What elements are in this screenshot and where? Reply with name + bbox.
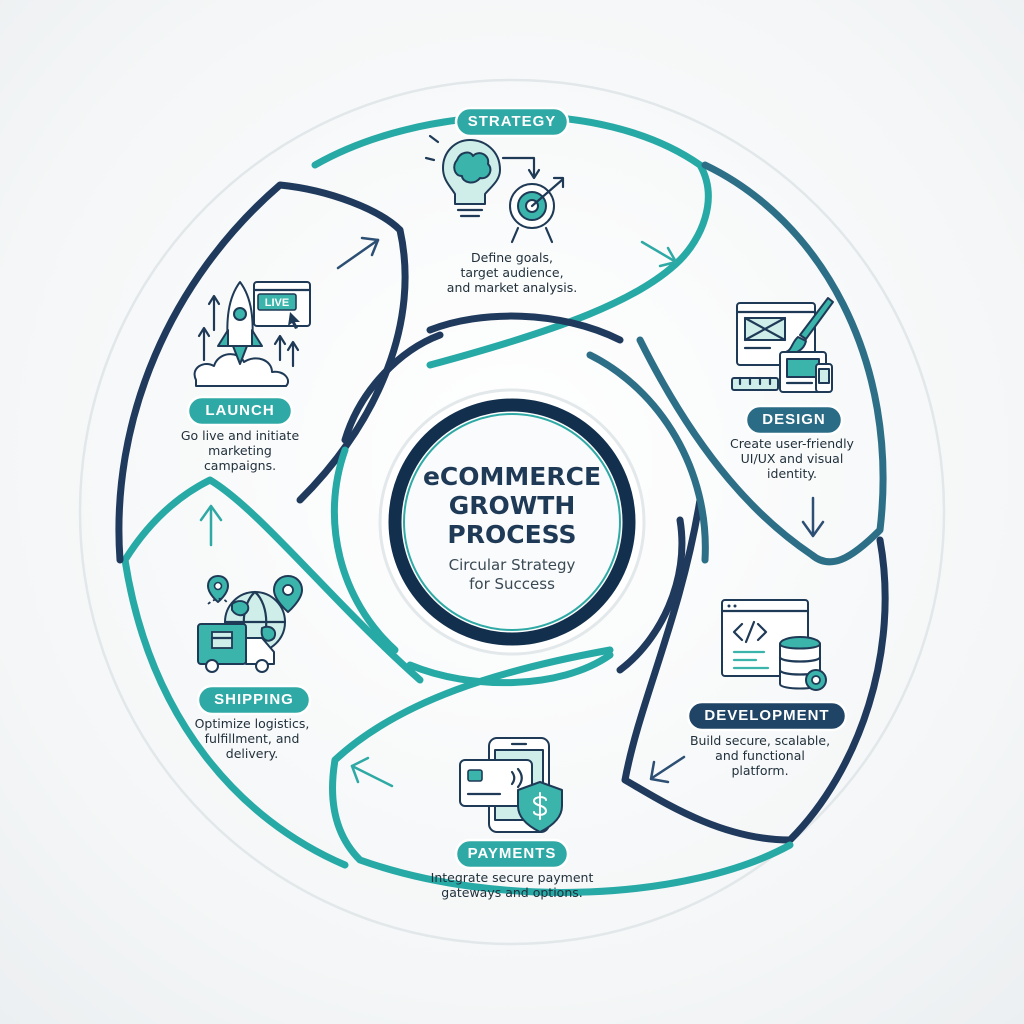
- desc-launch-line-2: marketing: [208, 443, 272, 458]
- badge-label-development: DEVELOPMENT: [704, 707, 829, 724]
- center-title-line-3: PROCESS: [447, 520, 576, 549]
- inner-arc-lower-right: [616, 516, 686, 674]
- center-subtitle-line-1: Circular Strategy: [449, 556, 576, 574]
- lightbulb-target-icon: [424, 120, 565, 244]
- badge-label-strategy: STRATEGY: [468, 113, 557, 130]
- badge-label-shipping: SHIPPING: [214, 691, 294, 708]
- stage-design: DESIGN Create user-friendly UI/UX and vi…: [730, 297, 855, 481]
- desc-strategy-line-2: target audience,: [460, 265, 563, 280]
- desc-launch-line-1: Go live and initiate: [181, 428, 300, 443]
- desc-payments-line-2: gateways and options.: [441, 885, 582, 900]
- stage-strategy: STRATEGY Define goals, target audience, …: [424, 106, 577, 295]
- badge-design: [744, 404, 844, 436]
- badge-label-payments: PAYMENTS: [468, 845, 557, 862]
- outer-ring: [78, 78, 946, 946]
- direction-arrows: [199, 236, 825, 788]
- arrow-to-strategy: [336, 236, 380, 270]
- flow-segment-design: [636, 161, 887, 566]
- desc-development-line-1: Build secure, scalable,: [690, 733, 830, 748]
- stage-development: DEVELOPMENT Build secure, scalable, and …: [686, 599, 848, 778]
- flow-segment-shipping: [121, 476, 424, 869]
- center-title-line-1: eCOMMERCE: [423, 462, 601, 491]
- center-hub-ring: [388, 398, 636, 646]
- badge-payments: [454, 838, 570, 870]
- inner-arc-left: [330, 446, 399, 654]
- arrow-to-launch: [199, 504, 223, 547]
- stage-shipping: SHIPPING Optimize logistics, fulfillment…: [195, 575, 312, 761]
- inner-arc-top: [426, 312, 624, 344]
- badge-shipping: [196, 684, 312, 716]
- stage-launch: LIVE LAUNCH Go live and initiate marketi…: [181, 281, 312, 473]
- badge-development: [686, 700, 848, 732]
- desc-development-line-2: and functional: [715, 748, 805, 763]
- inner-arc-bottom: [406, 651, 614, 687]
- desc-shipping-line-1: Optimize logistics,: [195, 716, 310, 731]
- arrow-to-payments: [649, 755, 686, 784]
- design-devices-icon: [731, 297, 834, 393]
- live-label: LIVE: [265, 297, 289, 309]
- desc-strategy-line-3: and market analysis.: [447, 280, 577, 295]
- desc-design-line-1: Create user-friendly: [730, 436, 855, 451]
- badge-label-design: DESIGN: [762, 411, 826, 428]
- desc-shipping-line-3: delivery.: [226, 746, 278, 761]
- desc-launch-line-3: campaigns.: [204, 458, 276, 473]
- inner-arc-upper-left: [341, 331, 444, 444]
- code-database-icon: [720, 599, 827, 691]
- badge-label-launch: LAUNCH: [205, 402, 274, 419]
- truck-globe-icon: [197, 575, 303, 673]
- desc-payments-line-1: Integrate secure payment: [431, 870, 594, 885]
- desc-development-line-3: platform.: [731, 763, 788, 778]
- phone-card-shield-icon: [459, 737, 563, 833]
- center-title-line-2: GROWTH: [449, 491, 576, 520]
- stage-payments: PAYMENTS Integrate secure payment gatewa…: [431, 737, 594, 900]
- desc-design-line-2: UI/UX and visual: [741, 451, 844, 466]
- badge-launch: [186, 395, 294, 427]
- desc-design-line-3: identity.: [767, 466, 817, 481]
- arrow-to-development: [801, 496, 825, 538]
- arrow-to-shipping: [350, 756, 394, 788]
- rocket-live-icon: LIVE: [193, 281, 312, 387]
- center-subtitle-line-2: for Success: [469, 575, 555, 593]
- arrow-to-design: [640, 240, 678, 268]
- flow-segments: [115, 112, 889, 896]
- desc-shipping-line-2: fulfillment, and: [205, 731, 300, 746]
- inner-arcs: [330, 312, 709, 687]
- desc-strategy-line-1: Define goals,: [471, 250, 553, 265]
- flow-segment-development: [621, 496, 889, 844]
- badge-strategy: [454, 106, 570, 138]
- center-hub: eCOMMERCE GROWTH PROCESS Circular Strate…: [378, 388, 646, 656]
- flow-segment-payments: [329, 646, 794, 896]
- center-hub-face: [403, 413, 621, 631]
- inner-arc-right: [586, 351, 709, 564]
